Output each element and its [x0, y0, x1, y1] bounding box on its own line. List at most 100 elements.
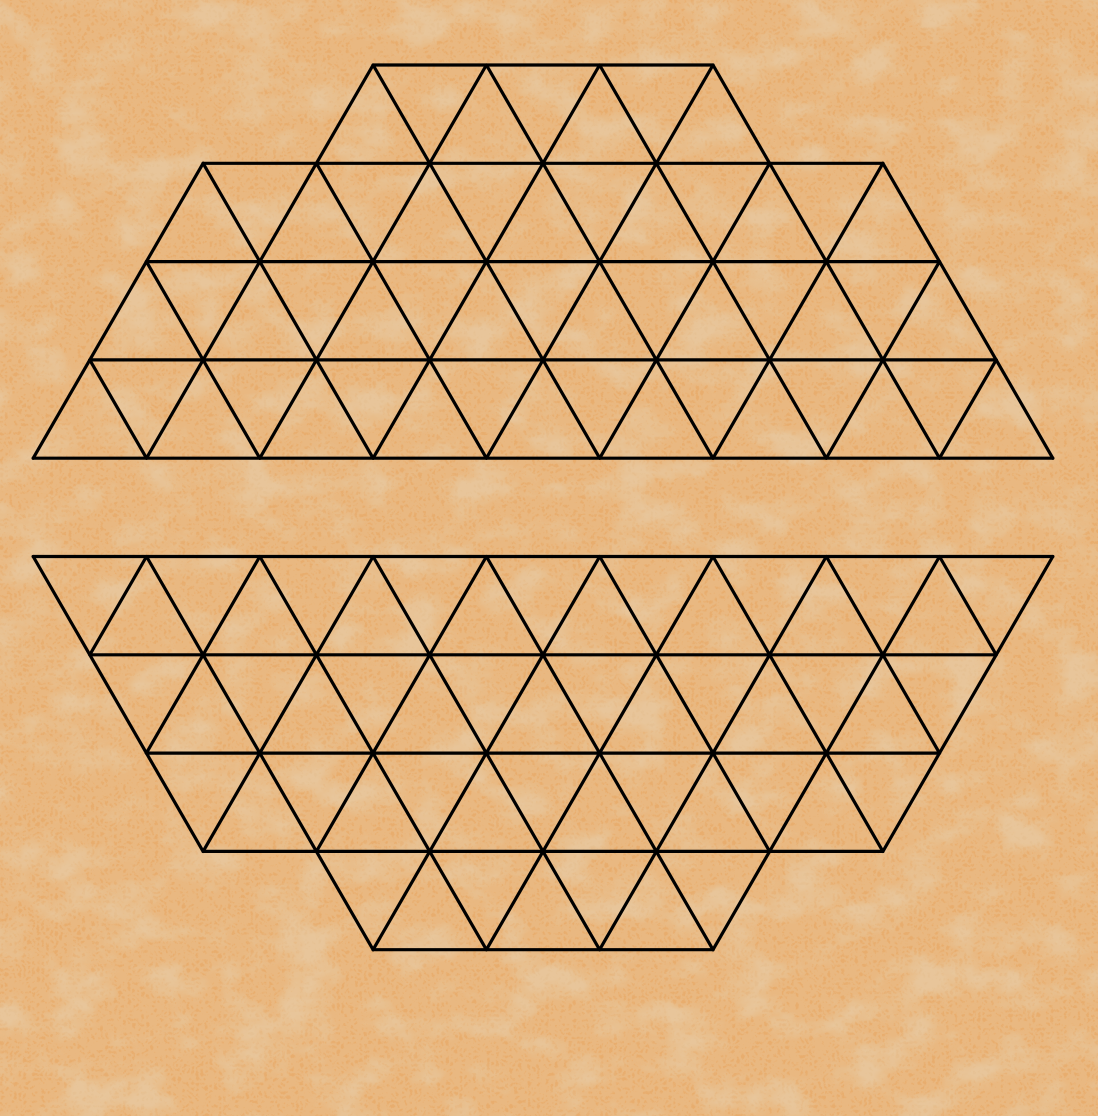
grid-diagonal-line — [711, 849, 772, 952]
grid-diagonal-line — [767, 260, 828, 362]
grid-diagonal-line — [201, 554, 262, 657]
grid-diagonal-line — [371, 260, 432, 362]
grid-diagonal-line — [144, 751, 205, 854]
grid-diagonal-line — [484, 751, 545, 854]
grid-diagonal-line — [144, 554, 205, 657]
grid-diagonal-line — [937, 653, 998, 755]
grid-diagonal-line — [541, 554, 602, 657]
grid-diagonal-line — [824, 751, 885, 854]
grid-diagonal-line — [881, 751, 942, 854]
grid-diagonal-line — [654, 161, 715, 264]
grid-diagonal-line — [598, 554, 658, 657]
grid-diagonal-line — [428, 161, 488, 264]
grid-diagonal-line — [371, 358, 432, 460]
grid-diagonal-line — [711, 161, 772, 264]
grid-diagonal-line — [144, 358, 205, 460]
grid-diagonal-line — [937, 260, 998, 362]
grid-diagonal-line — [371, 653, 432, 755]
grid-diagonal-line — [937, 554, 998, 657]
grid-diagonal-line — [484, 849, 545, 952]
grid-diagonal-line — [484, 653, 545, 755]
grid-diagonal-line — [314, 260, 375, 362]
grid-diagonal-line — [201, 653, 262, 755]
grid-diagonal-line — [597, 260, 658, 362]
grid-diagonal-line — [428, 653, 488, 755]
grid-diagonal-line — [484, 554, 545, 657]
grid-diagonal-line — [711, 751, 772, 854]
grid-diagonal-line — [88, 260, 148, 362]
grid-diagonal-line — [144, 653, 205, 755]
grid-diagonal-line — [541, 358, 602, 460]
grid-diagonal-line — [484, 161, 545, 264]
grid-diagonal-line — [484, 358, 545, 460]
grid-diagonal-line — [258, 161, 318, 264]
grid-diagonal-line — [371, 554, 432, 657]
grid-diagonal-line — [711, 653, 772, 755]
grid-diagonal-line — [881, 161, 942, 264]
grid-diagonal-line — [654, 751, 715, 854]
grid-diagonal-line — [994, 554, 1055, 657]
grid-diagonal-line — [428, 260, 488, 362]
grid-diagonal-line — [88, 554, 149, 657]
grid-diagonal-line — [314, 554, 375, 657]
grid-diagonal-line — [428, 63, 488, 165]
grid-diagonal-line — [144, 260, 205, 362]
grid-diagonal-line — [201, 260, 262, 362]
grid-diagonal-line — [654, 849, 715, 952]
grid-diagonal-line — [428, 849, 488, 952]
grid-diagonal-line — [994, 358, 1055, 460]
grid-diagonal-line — [314, 751, 375, 854]
grid-diagonal-line — [371, 849, 432, 952]
grid-diagonal-line — [711, 358, 772, 460]
grid-diagonal-line — [824, 260, 885, 362]
grid-diagonal-line — [597, 161, 658, 264]
grid-diagonal-line — [541, 161, 602, 264]
grid-diagonal-line — [258, 653, 318, 755]
grid-diagonal-line — [428, 554, 488, 657]
grid-diagonal-line — [767, 653, 828, 755]
grid-diagonal-line — [88, 358, 149, 460]
grid-diagonal-line — [597, 849, 658, 952]
grid-diagonal-line — [258, 358, 318, 460]
grid-diagonal-line — [541, 849, 602, 952]
grid-diagonal-line — [767, 554, 828, 657]
grid-diagonal-line — [428, 751, 488, 854]
grid-diagonal-line — [31, 554, 92, 657]
grid-diagonal-line — [314, 849, 375, 952]
grid-diagonal-line — [258, 554, 318, 657]
grid-diagonal-line — [824, 161, 885, 264]
grid-diagonal-line — [824, 554, 885, 657]
grid-diagonal-line — [597, 653, 658, 755]
grid-diagonal-line — [314, 653, 375, 755]
grid-diagonal-line — [654, 63, 715, 165]
grid-diagonal-line — [711, 63, 772, 165]
grid-diagonal-line — [711, 260, 772, 362]
grid-diagonal-line — [767, 358, 828, 460]
grid-diagonal-line — [201, 358, 262, 460]
grid-diagonal-line — [484, 260, 545, 362]
grid-diagonal-line — [711, 554, 772, 657]
grid-diagonal-line — [144, 161, 205, 264]
grid-diagonal-line — [428, 358, 488, 460]
grid-diagonal-line — [258, 260, 318, 362]
grid-diagonal-line — [881, 653, 942, 755]
grid-diagonal-line — [824, 653, 885, 755]
grid-diagonal-line — [484, 63, 545, 165]
grid-diagonal-line — [654, 358, 715, 460]
grid-diagonal-line — [371, 161, 432, 264]
grid-diagonal-line — [88, 653, 148, 755]
grid-diagonal-line — [597, 63, 658, 165]
grid-diagonal-line — [314, 358, 375, 460]
grid-lines — [31, 63, 1055, 952]
grid-diagonal-line — [654, 554, 715, 657]
grid-diagonal-line — [541, 63, 602, 165]
grid-diagonal-line — [654, 260, 715, 362]
grid-diagonal-line — [541, 653, 602, 755]
grid-diagonal-line — [597, 751, 658, 854]
grid-diagonal-line — [881, 358, 942, 460]
grid-diagonal-line — [541, 260, 602, 362]
grid-diagonal-line — [314, 161, 375, 264]
grid-diagonal-line — [371, 751, 432, 854]
